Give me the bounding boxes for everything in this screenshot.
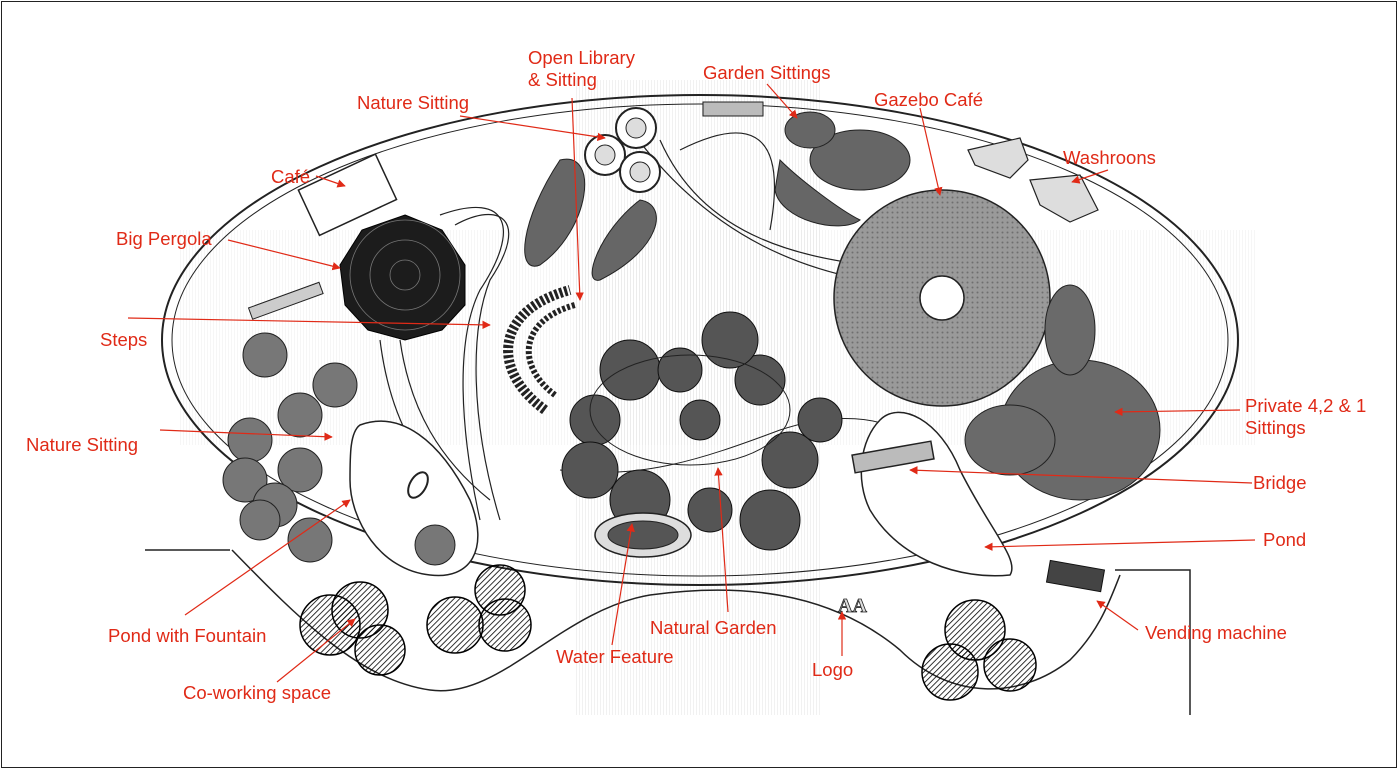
label-private-sittings: Private 4,2 & 1 Sittings (1245, 395, 1395, 439)
label-private-line2: Sittings (1245, 417, 1306, 438)
label-bridge: Bridge (1253, 472, 1307, 493)
coworking-pods (299, 564, 1037, 701)
label-big-pergola: Big Pergola (116, 228, 212, 249)
gazebo-cafe (833, 189, 1051, 407)
bench (247, 281, 324, 320)
label-garden-sittings: Garden Sittings (703, 62, 831, 83)
label-logo: Logo (812, 659, 854, 680)
label-open-library: Open Library & Sitting (528, 47, 668, 91)
label-private-line1: Private 4,2 & 1 (1245, 395, 1367, 416)
washrooms-building (967, 137, 1099, 223)
path-curve (679, 132, 775, 231)
leader-arrows (127, 83, 1256, 683)
bench (702, 101, 764, 117)
steps-path (439, 206, 504, 521)
label-water-feature: Water Feature (556, 646, 674, 667)
nature-sitting-trees (222, 332, 456, 566)
main-plaza-inner-outline (171, 103, 1229, 577)
path-curve (559, 417, 901, 474)
label-nature-sitting-left: Nature Sitting (26, 434, 139, 455)
label-washrooms: Washroons (1063, 147, 1156, 168)
natural-garden-trees (561, 311, 843, 551)
label-pond-with-fountain: Pond with Fountain (108, 625, 267, 646)
steps-arc (503, 285, 576, 415)
fountain-symbol (407, 471, 429, 499)
main-plaza-outline (161, 94, 1239, 586)
label-cafe: Café (271, 166, 311, 187)
vending-machine (1045, 559, 1106, 593)
label-coworking-space: Co-working space (183, 682, 332, 703)
label-open-library-line1: Open Library (528, 47, 635, 68)
label-open-library-line2: & Sitting (528, 69, 597, 90)
label-gazebo-cafe: Gazebo Café (874, 89, 984, 110)
cafe-building (297, 153, 398, 237)
natural-garden-path (589, 354, 791, 466)
big-pergola (339, 214, 466, 341)
label-pond: Pond (1263, 529, 1307, 550)
open-library-seats (584, 107, 661, 193)
site-boundary (231, 549, 1121, 692)
label-vending-machine: Vending machine (1145, 622, 1287, 643)
path-curve (399, 339, 491, 501)
label-steps: Steps (100, 329, 148, 350)
private-sittings-cluster (964, 284, 1161, 501)
label-natural-garden: Natural Garden (650, 617, 777, 638)
label-nature-sitting-top: Nature Sitting (357, 92, 470, 113)
steps-path (454, 213, 510, 521)
bridge-shape (851, 440, 935, 474)
garden-beds (524, 111, 911, 281)
water-feature (594, 512, 692, 558)
boundary-line-right (1115, 569, 1191, 715)
